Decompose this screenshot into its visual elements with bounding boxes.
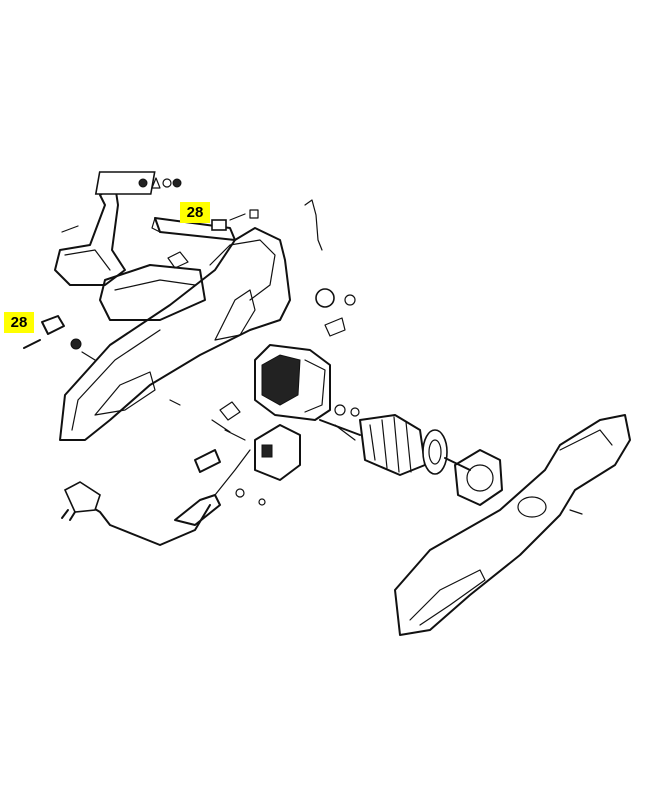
armature [319,414,471,476]
warning-label [94,171,182,195]
part-callout-28-top: 28 [180,202,210,223]
handle-grip [99,217,236,321]
left-housing [54,184,291,441]
right-housing [394,414,631,636]
stator [254,344,331,421]
switch-block [254,424,301,481]
power-cable [61,449,251,546]
small-parts [23,199,583,515]
part-callout-28-left: 28 [4,312,34,333]
brush-holder [454,449,503,506]
